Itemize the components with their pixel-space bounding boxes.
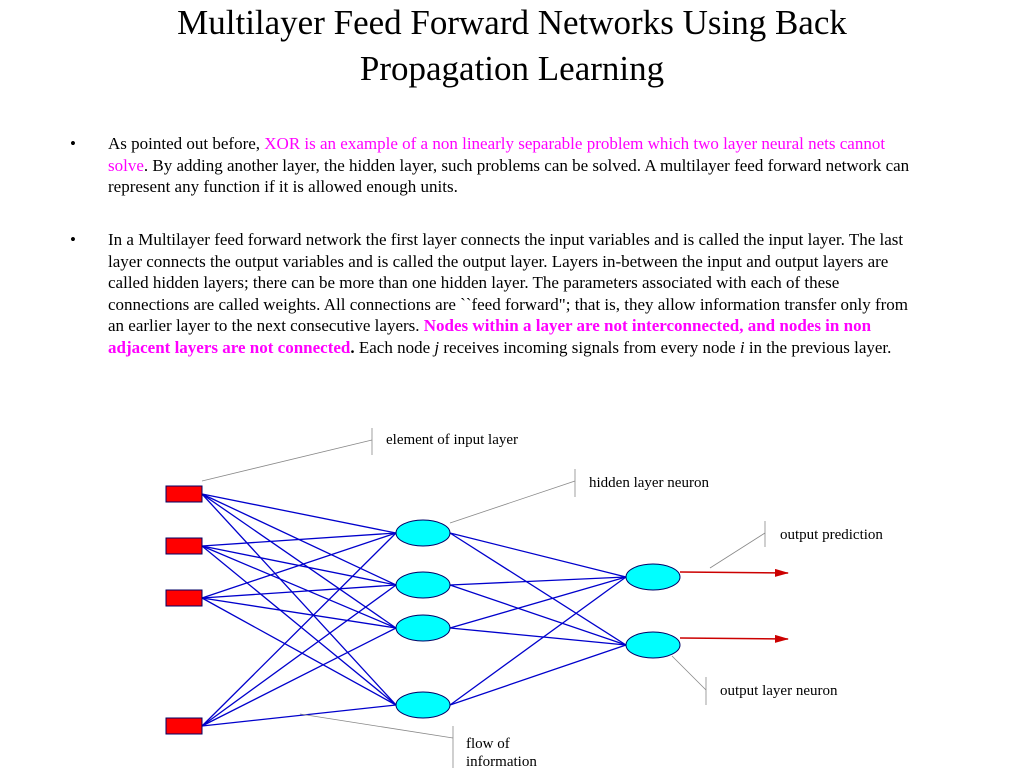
bullet-xor-text-2: . By adding another layer, the hidden la…	[108, 155, 910, 197]
hidden-neuron	[395, 519, 451, 547]
bullet-feedforward: • In a Multilayer feed forward network t…	[70, 229, 923, 358]
input-hidden-edge	[201, 597, 397, 629]
hidden-neuron	[395, 614, 451, 642]
bullet-ff-text-1: In a Multilayer feed forward network the…	[108, 230, 909, 335]
bullet-xor: • As pointed out before, XOR is an examp…	[70, 133, 923, 198]
hidden-output-edge	[449, 532, 627, 578]
title-line-1: Multilayer Feed Forward Networks Using B…	[177, 3, 847, 42]
output-neuron	[625, 563, 681, 591]
input-node	[165, 537, 203, 555]
hidden-output-edge	[449, 576, 627, 706]
input-hidden-edge	[201, 597, 397, 706]
bullet-marker: •	[70, 134, 76, 153]
bullet-ff-highlight: Nodes within a layer are not interconnec…	[108, 316, 872, 357]
bullet-marker: •	[70, 230, 76, 249]
hidden-neuron	[395, 691, 451, 719]
bullet-xor-highlight: XOR is an example of a non linearly sepa…	[108, 134, 886, 175]
bullet-ff-text-2: Each node	[354, 337, 435, 357]
hidden-output-edge	[449, 644, 627, 706]
label-output-prediction: output prediction	[780, 527, 883, 543]
input-hidden-edge	[201, 532, 397, 599]
bullet-ff-text-4: in the previous layer.	[744, 337, 892, 357]
label-flow-line-2: information	[466, 754, 537, 768]
node-j-var: j	[434, 337, 440, 357]
label-pointers	[201, 428, 766, 768]
slide-title: Multilayer Feed Forward Networks Using B…	[60, 0, 964, 92]
input-hidden-edge	[201, 545, 397, 629]
input-hidden-edge	[201, 493, 397, 534]
bullet-xor-text-1: As pointed out before,	[108, 134, 265, 153]
label-pointer-line	[201, 439, 373, 482]
input-node	[165, 589, 203, 607]
input-hidden-edge	[201, 584, 397, 727]
label-hidden-neuron: hidden layer neuron	[589, 475, 709, 491]
label-pointer-line	[671, 655, 707, 691]
label-pointer-line	[709, 532, 766, 569]
hidden-output-edge	[449, 576, 627, 586]
input-hidden-edge	[201, 493, 397, 706]
output-neuron	[625, 631, 681, 659]
output-arrow	[679, 634, 789, 643]
hidden-output-edge	[449, 532, 627, 646]
label-pointer-line	[449, 480, 576, 524]
input-hidden-edge	[201, 545, 397, 706]
label-output-neuron: output layer neuron	[720, 683, 838, 699]
input-hidden-edge	[201, 493, 397, 629]
label-pointer-line	[299, 713, 454, 739]
output-arrow	[679, 568, 789, 577]
input-hidden-edge	[201, 532, 397, 547]
hidden-neuron	[395, 571, 451, 599]
input-hidden-edge	[201, 627, 397, 727]
title-line-2: Propagation Learning	[359, 49, 665, 88]
input-node	[165, 485, 203, 503]
input-hidden-edge	[201, 704, 397, 727]
input-hidden-edge	[201, 584, 397, 599]
network-nodes	[165, 485, 681, 735]
label-flow-line-1: flow of	[466, 736, 510, 752]
label-input-element: element of input layer	[386, 432, 518, 448]
node-i-var: i	[739, 337, 745, 357]
connection-edges	[201, 493, 627, 727]
hidden-output-edge	[449, 627, 627, 646]
input-hidden-edge	[201, 532, 397, 727]
input-node	[165, 717, 203, 735]
output-arrows	[679, 568, 789, 643]
bullet-ff-text-3: receives incoming signals from every nod…	[439, 337, 740, 357]
bullet-ff-period: .	[350, 337, 355, 357]
hidden-output-edge	[449, 584, 627, 646]
hidden-output-edge	[449, 576, 627, 629]
